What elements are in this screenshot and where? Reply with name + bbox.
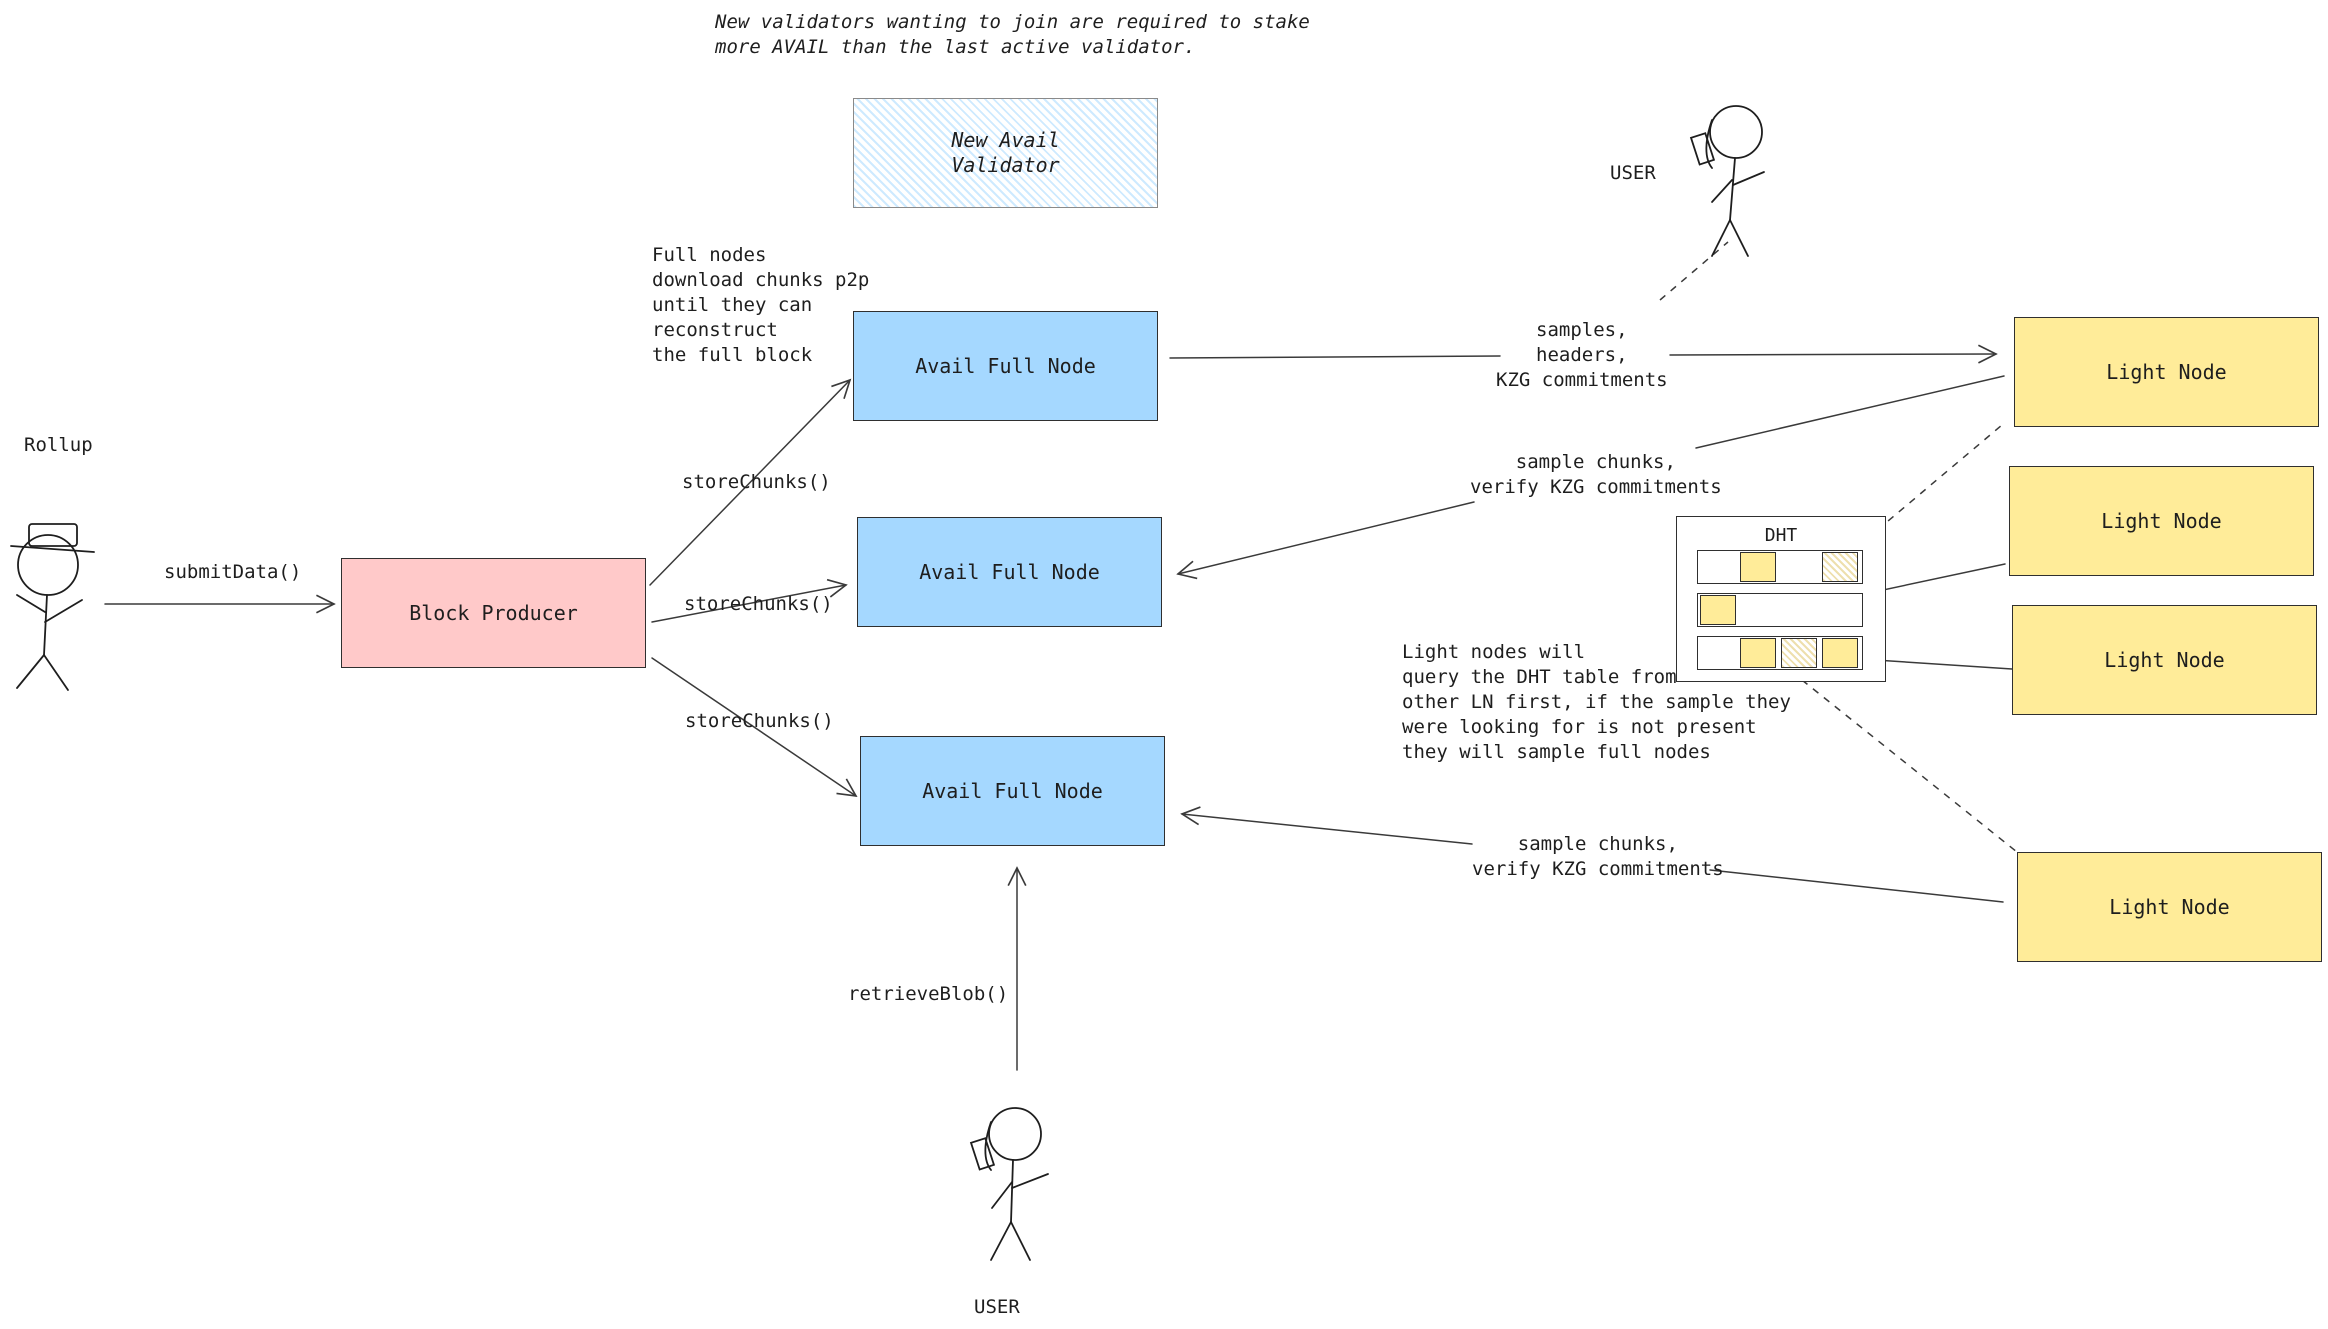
dht-cell — [1700, 595, 1736, 625]
fullnode-note: Full nodes download chunks p2p until the… — [652, 244, 870, 366]
edge-store-chunks-3 — [651, 657, 858, 798]
dht-row — [1697, 636, 1863, 670]
user-top-figure-icon — [1689, 105, 1765, 257]
lightnode-note: Light nodes will query the DHT table fro… — [1402, 641, 1791, 763]
edge-sample-verify-1 — [1178, 375, 2005, 574]
dht-cell — [1822, 552, 1858, 582]
light-node-box-3[interactable]: Light Node — [2012, 605, 2317, 715]
samples-headers-label: samples, headers, KZG commitments — [1496, 319, 1668, 391]
store-chunks-label-1: storeChunks() — [682, 471, 831, 493]
edge-dashed-user-lightnode — [1659, 241, 1729, 301]
edge-dashed-dht-ln4 — [1801, 679, 2018, 853]
validator-note-line1: New validators wanting to join are requi… — [715, 11, 1310, 33]
store-chunks-label-3: storeChunks() — [685, 710, 834, 732]
sample-verify-label-2: sample chunks, verify KZG commitments — [1472, 833, 1724, 880]
full-node-box-3[interactable]: Avail Full Node — [860, 736, 1165, 846]
edge-store-chunks-2 — [651, 578, 848, 623]
rollup-figure-icon — [10, 523, 95, 691]
user-bottom-figure-icon — [969, 1107, 1049, 1261]
user-top-label: USER — [1610, 162, 1656, 184]
full-node-box-1[interactable]: Avail Full Node — [853, 311, 1158, 421]
light-node-box-1[interactable]: Light Node — [2014, 317, 2319, 427]
store-chunks-label-2: storeChunks() — [684, 593, 833, 615]
dht-title: DHT — [1764, 525, 1798, 546]
new-validator-box[interactable]: New Avail Validator — [853, 98, 1158, 208]
dht-table[interactable]: DHT — [1676, 516, 1886, 682]
user-bottom-label: USER — [974, 1296, 1020, 1318]
edge-samples-headers — [1169, 354, 1996, 358]
rollup-label: Rollup — [24, 434, 93, 456]
edge-sample-verify-2 — [1182, 814, 2004, 903]
validator-note-line2: more AVAIL than the last active validato… — [715, 36, 1196, 58]
block-producer-box[interactable]: Block Producer — [341, 558, 646, 668]
full-node-box-2[interactable]: Avail Full Node — [857, 517, 1162, 627]
light-node-box-4[interactable]: Light Node — [2017, 852, 2322, 962]
retrieve-blob-label: retrieveBlob() — [848, 983, 1009, 1005]
dht-cell — [1822, 638, 1858, 668]
light-node-box-2[interactable]: Light Node — [2009, 466, 2314, 576]
dht-cell — [1781, 638, 1817, 668]
dht-cell — [1740, 638, 1776, 668]
submit-data-label: submitData() — [164, 561, 302, 583]
dht-cell — [1740, 552, 1776, 582]
dht-row — [1697, 593, 1863, 627]
dht-row — [1697, 550, 1863, 584]
sample-verify-label-1: sample chunks, verify KZG commitments — [1470, 451, 1722, 498]
edge-store-chunks-1 — [649, 378, 852, 586]
